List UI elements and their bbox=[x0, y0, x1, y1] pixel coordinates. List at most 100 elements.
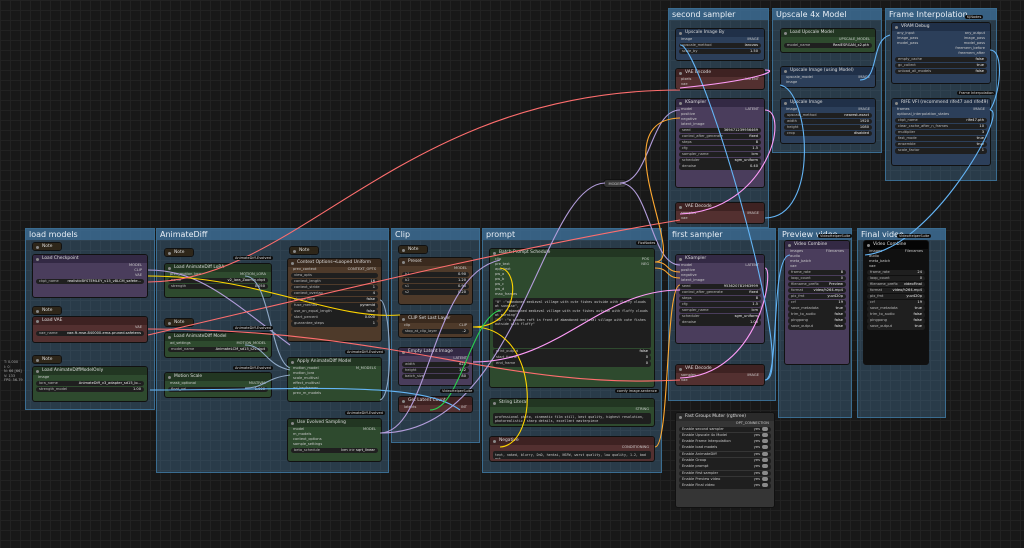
output-filenames[interactable]: Filenames bbox=[904, 249, 923, 253]
input-slot[interactable]: prev_m_models bbox=[293, 391, 322, 395]
input-slot[interactable]: latent_image bbox=[681, 278, 705, 282]
output-int[interactable]: INT bbox=[461, 405, 467, 409]
input-frames[interactable]: frames bbox=[897, 107, 910, 111]
output-image[interactable]: IMAGE bbox=[973, 107, 985, 111]
output-slot[interactable]: any_output bbox=[964, 31, 985, 35]
note-node[interactable]: Note bbox=[32, 242, 62, 251]
input-slot[interactable]: vae bbox=[869, 264, 876, 268]
note-node[interactable]: Note bbox=[32, 355, 62, 364]
load-animatediff-model-only-node[interactable]: Load AnimateDiffModelOnly image lora_nam… bbox=[32, 366, 148, 402]
input-slot[interactable]: model_pass bbox=[897, 41, 919, 45]
input-mask[interactable]: mask_optional bbox=[170, 381, 197, 385]
output-image[interactable]: IMAGE bbox=[747, 211, 759, 215]
output-conditioning[interactable]: CONDITIONING bbox=[621, 445, 649, 449]
input-slot[interactable]: audio bbox=[869, 254, 879, 258]
input-latents[interactable]: latents bbox=[404, 405, 417, 409]
output-image[interactable]: IMAGE bbox=[747, 373, 759, 377]
string-text-area[interactable]: professional photo, cinematic film still… bbox=[493, 413, 651, 424]
output-vae[interactable]: VAE bbox=[135, 273, 142, 277]
note-node[interactable]: Note bbox=[164, 248, 194, 257]
input-vae[interactable]: vae bbox=[681, 216, 688, 220]
output-latent[interactable]: LATENT bbox=[745, 77, 759, 81]
input-slot[interactable]: image_pass bbox=[897, 36, 919, 40]
output-multival[interactable]: MULTIVAL bbox=[248, 381, 266, 385]
note-node[interactable]: Note bbox=[32, 306, 62, 315]
load-checkpoint-node[interactable]: Load Checkpoint MODEL CLIP VAE ckpt_name… bbox=[32, 254, 148, 298]
input-slot[interactable]: meta_batch bbox=[869, 259, 891, 263]
output-image[interactable]: IMAGE bbox=[858, 75, 870, 79]
input-prev-context[interactable]: prev_context bbox=[293, 267, 317, 271]
fast-groups-muter-node[interactable]: Fast Groups Muter (rgthree) OPT_CONNECTI… bbox=[675, 412, 775, 508]
context-widget[interactable]: view_opts bbox=[291, 272, 378, 279]
output-latent[interactable]: LATENT bbox=[745, 107, 759, 111]
input-interpolation-states[interactable]: optional_interpolation_states bbox=[897, 112, 950, 116]
rife-vfi-node[interactable]: RIFE VFI (recommend rife47 and rife49) f… bbox=[891, 98, 991, 166]
output-motion-lora[interactable]: MOTION_LORA bbox=[239, 272, 266, 276]
reroute-node[interactable]: MODEL bbox=[603, 179, 627, 188]
output-filenames[interactable]: Filenames bbox=[825, 249, 844, 253]
input-image[interactable]: image bbox=[786, 80, 798, 84]
negative-text-area[interactable]: text, naked, blurry, DnD, hentai, NSFW, … bbox=[493, 451, 651, 459]
